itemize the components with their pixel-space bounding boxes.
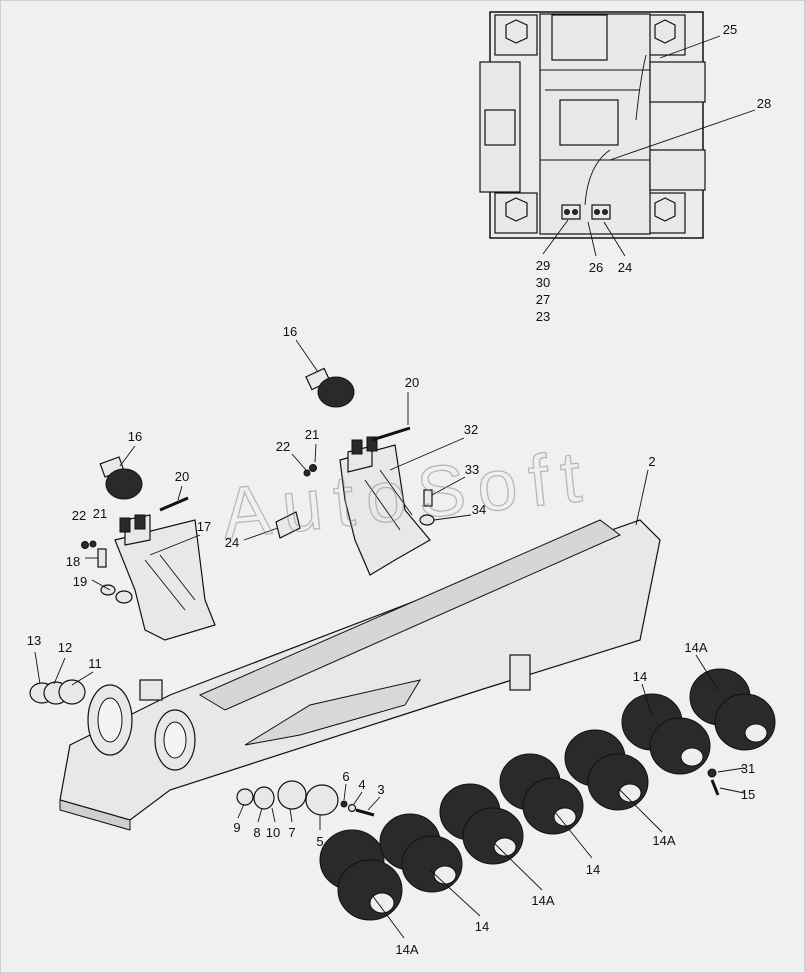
roller-3 [439,783,524,865]
callout-c13: 13 [27,633,41,648]
callout-c24a: 24 [618,260,632,275]
callout-c19: 19 [73,574,87,589]
callout-c23: 23 [536,309,550,324]
plug-13-12-11 [29,679,86,705]
callout-c21a: 21 [305,427,319,442]
inset-detail-view [479,11,706,239]
callout-c33: 33 [465,462,479,477]
callout-c10: 10 [266,825,280,840]
callout-c5: 5 [316,834,323,849]
callout-c32: 32 [464,422,478,437]
callout-c25: 25 [723,22,737,37]
callout-c27: 27 [536,292,550,307]
callout-c7: 7 [288,825,295,840]
callout-c14Amid: 14A [652,833,675,848]
callout-c14top: 14 [633,669,647,684]
callout-c17: 17 [197,519,211,534]
callout-c14mid: 14 [586,862,600,877]
callout-c14Atop: 14A [684,640,707,655]
callout-c22a: 22 [276,439,290,454]
cover-stack-9-8-10-7-5 [236,780,339,816]
roller-1 [319,829,403,921]
callout-c6: 6 [342,769,349,784]
callout-c2: 2 [648,454,655,469]
callout-c26: 26 [589,260,603,275]
callout-c28: 28 [757,96,771,111]
callout-c14low: 14 [475,919,489,934]
callout-c16a: 16 [283,324,297,339]
callout-c34: 34 [472,502,486,517]
callout-c24b: 24 [225,535,239,550]
leader-lines [34,35,756,939]
roller-4 [499,753,584,835]
callout-c31: 31 [741,761,755,776]
callout-c3: 3 [377,782,384,797]
callout-c15: 15 [741,787,755,802]
roller-6 [621,693,711,775]
callout-c8: 8 [253,825,260,840]
shaft-16-upper [305,367,355,408]
bracket-32 [339,436,431,576]
roller-7 [689,668,776,751]
roller-2 [379,813,463,893]
callout-c11: 11 [88,656,102,671]
callout-c18: 18 [66,554,80,569]
callout-c9: 9 [233,820,240,835]
callout-c4: 4 [358,777,365,792]
roller-5 [564,729,649,811]
callout-c12: 12 [58,640,72,655]
callout-c29: 29 [536,258,550,273]
shaft-16-left [99,456,143,500]
callout-c22b: 22 [72,508,86,523]
callout-c20b: 20 [175,469,189,484]
callout-c21b: 21 [93,506,107,521]
callout-c30: 30 [536,275,550,290]
callout-c14Alow: 14A [531,893,554,908]
callout-c14Abot: 14A [395,942,418,957]
main-frame-2 [59,519,661,831]
callout-c20a: 20 [405,375,419,390]
small-parts [29,367,720,817]
track-rollers [319,668,776,921]
bracket-17 [114,514,216,641]
callout-c16b: 16 [128,429,142,444]
